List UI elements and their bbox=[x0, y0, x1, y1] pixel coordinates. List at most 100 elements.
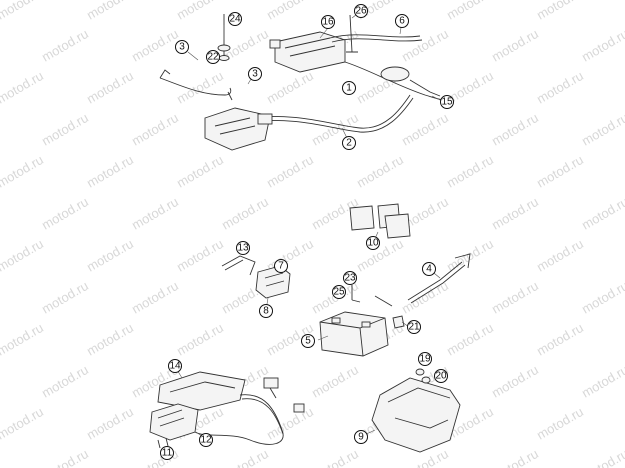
watermark-text-91: motod.ru bbox=[39, 362, 91, 401]
watermark-text-106: motod.ru bbox=[534, 404, 586, 443]
callout-4: 4 bbox=[422, 262, 436, 276]
svg-text:4: 4 bbox=[426, 264, 432, 275]
watermark-text-13: motod.ru bbox=[264, 0, 316, 23]
callout-25: 25 bbox=[332, 285, 346, 299]
watermark-text-43: motod.ru bbox=[579, 110, 625, 149]
watermark-text-61: motod.ru bbox=[579, 194, 625, 233]
watermark-text-46: motod.ru bbox=[0, 152, 46, 191]
watermark-text-94: motod.ru bbox=[309, 362, 361, 401]
watermark-text-83: motod.ru bbox=[84, 320, 136, 359]
callout-10: 10 bbox=[366, 236, 380, 250]
callout-13: 13 bbox=[236, 241, 250, 255]
watermark-text-109: motod.ru bbox=[39, 446, 91, 468]
svg-text:21: 21 bbox=[408, 322, 420, 333]
watermark-text-90: motod.ru bbox=[0, 362, 1, 401]
watermark-text-54: motod.ru bbox=[0, 194, 1, 233]
watermark-text-64: motod.ru bbox=[0, 236, 46, 275]
svg-text:10: 10 bbox=[367, 238, 379, 249]
svg-text:15: 15 bbox=[441, 97, 453, 108]
svg-text:19: 19 bbox=[419, 354, 431, 365]
watermark-text-24: motod.ru bbox=[489, 26, 541, 65]
svg-text:14: 14 bbox=[169, 361, 181, 372]
watermark-text-108: motod.ru bbox=[0, 446, 1, 468]
watermark-text-49: motod.ru bbox=[264, 152, 316, 191]
watermark-text-11: motod.ru bbox=[84, 0, 136, 23]
callout-6: 6 bbox=[395, 14, 409, 28]
watermark-text-36: motod.ru bbox=[0, 110, 1, 149]
watermark-text-28: motod.ru bbox=[0, 68, 46, 107]
callout-16: 16 bbox=[321, 15, 335, 29]
callout-8: 8 bbox=[259, 304, 273, 318]
svg-text:16: 16 bbox=[322, 17, 334, 28]
watermark-text-72: motod.ru bbox=[0, 278, 1, 317]
watermark-text-100: motod.ru bbox=[0, 404, 46, 443]
watermark-text-79: motod.ru bbox=[579, 278, 625, 317]
watermark-text-87: motod.ru bbox=[444, 320, 496, 359]
watermark-text-74: motod.ru bbox=[129, 278, 181, 317]
watermark-text-23: motod.ru bbox=[399, 26, 451, 65]
svg-text:13: 13 bbox=[237, 243, 249, 254]
watermark-text-110: motod.ru bbox=[129, 446, 181, 468]
watermark-text-19: motod.ru bbox=[39, 26, 91, 65]
watermark-text-115: motod.ru bbox=[579, 446, 625, 468]
callout-15: 15 bbox=[440, 95, 454, 109]
watermark-text-82: motod.ru bbox=[0, 320, 46, 359]
watermark-text-84: motod.ru bbox=[174, 320, 226, 359]
watermark-text-42: motod.ru bbox=[489, 110, 541, 149]
watermark-text-56: motod.ru bbox=[129, 194, 181, 233]
battery-group bbox=[319, 253, 471, 453]
watermark-text-55: motod.ru bbox=[39, 194, 91, 233]
watermark-text-88: motod.ru bbox=[534, 320, 586, 359]
callout-11: 11 bbox=[160, 446, 174, 460]
watermark-text-111: motod.ru bbox=[219, 446, 271, 468]
svg-text:1: 1 bbox=[346, 83, 352, 94]
watermark-text-77: motod.ru bbox=[399, 278, 451, 317]
watermark-text-31: motod.ru bbox=[264, 68, 316, 107]
svg-text:24: 24 bbox=[229, 14, 241, 25]
watermark-text-96: motod.ru bbox=[489, 362, 541, 401]
watermark-text-101: motod.ru bbox=[84, 404, 136, 443]
watermark-text-37: motod.ru bbox=[39, 110, 91, 149]
fuse-block-group bbox=[349, 203, 411, 239]
svg-text:5: 5 bbox=[305, 336, 311, 347]
watermark-text-30: motod.ru bbox=[174, 68, 226, 107]
watermark-text-65: motod.ru bbox=[84, 236, 136, 275]
watermark-text-48: motod.ru bbox=[174, 152, 226, 191]
svg-text:3: 3 bbox=[179, 42, 185, 53]
watermark-text-25: motod.ru bbox=[579, 26, 625, 65]
svg-text:23: 23 bbox=[344, 273, 356, 284]
watermark-text-50: motod.ru bbox=[354, 152, 406, 191]
watermark-text-34: motod.ru bbox=[534, 68, 586, 107]
callout-12: 12 bbox=[199, 433, 213, 447]
callout-22: 22 bbox=[206, 50, 220, 64]
watermark-text-68: motod.ru bbox=[354, 236, 406, 275]
watermark-text-41: motod.ru bbox=[399, 110, 451, 149]
watermark-text-52: motod.ru bbox=[534, 152, 586, 191]
callout-7: 7 bbox=[274, 259, 288, 273]
svg-text:7: 7 bbox=[278, 261, 284, 272]
watermark-text-51: motod.ru bbox=[444, 152, 496, 191]
watermark-text-78: motod.ru bbox=[489, 278, 541, 317]
watermark-text-70: motod.ru bbox=[534, 236, 586, 275]
svg-text:6: 6 bbox=[399, 16, 405, 27]
watermark-text-66: motod.ru bbox=[174, 236, 226, 275]
callout-1: 1 bbox=[342, 81, 356, 95]
watermark-text-16: motod.ru bbox=[534, 0, 586, 23]
callout-5: 5 bbox=[301, 334, 315, 348]
callout-9: 9 bbox=[354, 430, 368, 444]
svg-text:26: 26 bbox=[355, 6, 367, 17]
callout-2: 2 bbox=[342, 136, 356, 150]
svg-text:3: 3 bbox=[252, 69, 258, 80]
svg-text:8: 8 bbox=[263, 306, 269, 317]
callout-23: 23 bbox=[343, 271, 357, 285]
svg-text:9: 9 bbox=[358, 432, 364, 443]
watermark-text-103: motod.ru bbox=[264, 404, 316, 443]
watermark-text-112: motod.ru bbox=[309, 446, 361, 468]
control-unit-group bbox=[149, 371, 305, 449]
svg-text:12: 12 bbox=[200, 435, 212, 446]
svg-text:2: 2 bbox=[346, 138, 352, 149]
watermark-text-57: motod.ru bbox=[219, 194, 271, 233]
callout-14: 14 bbox=[168, 359, 182, 373]
watermark-text-97: motod.ru bbox=[579, 362, 625, 401]
